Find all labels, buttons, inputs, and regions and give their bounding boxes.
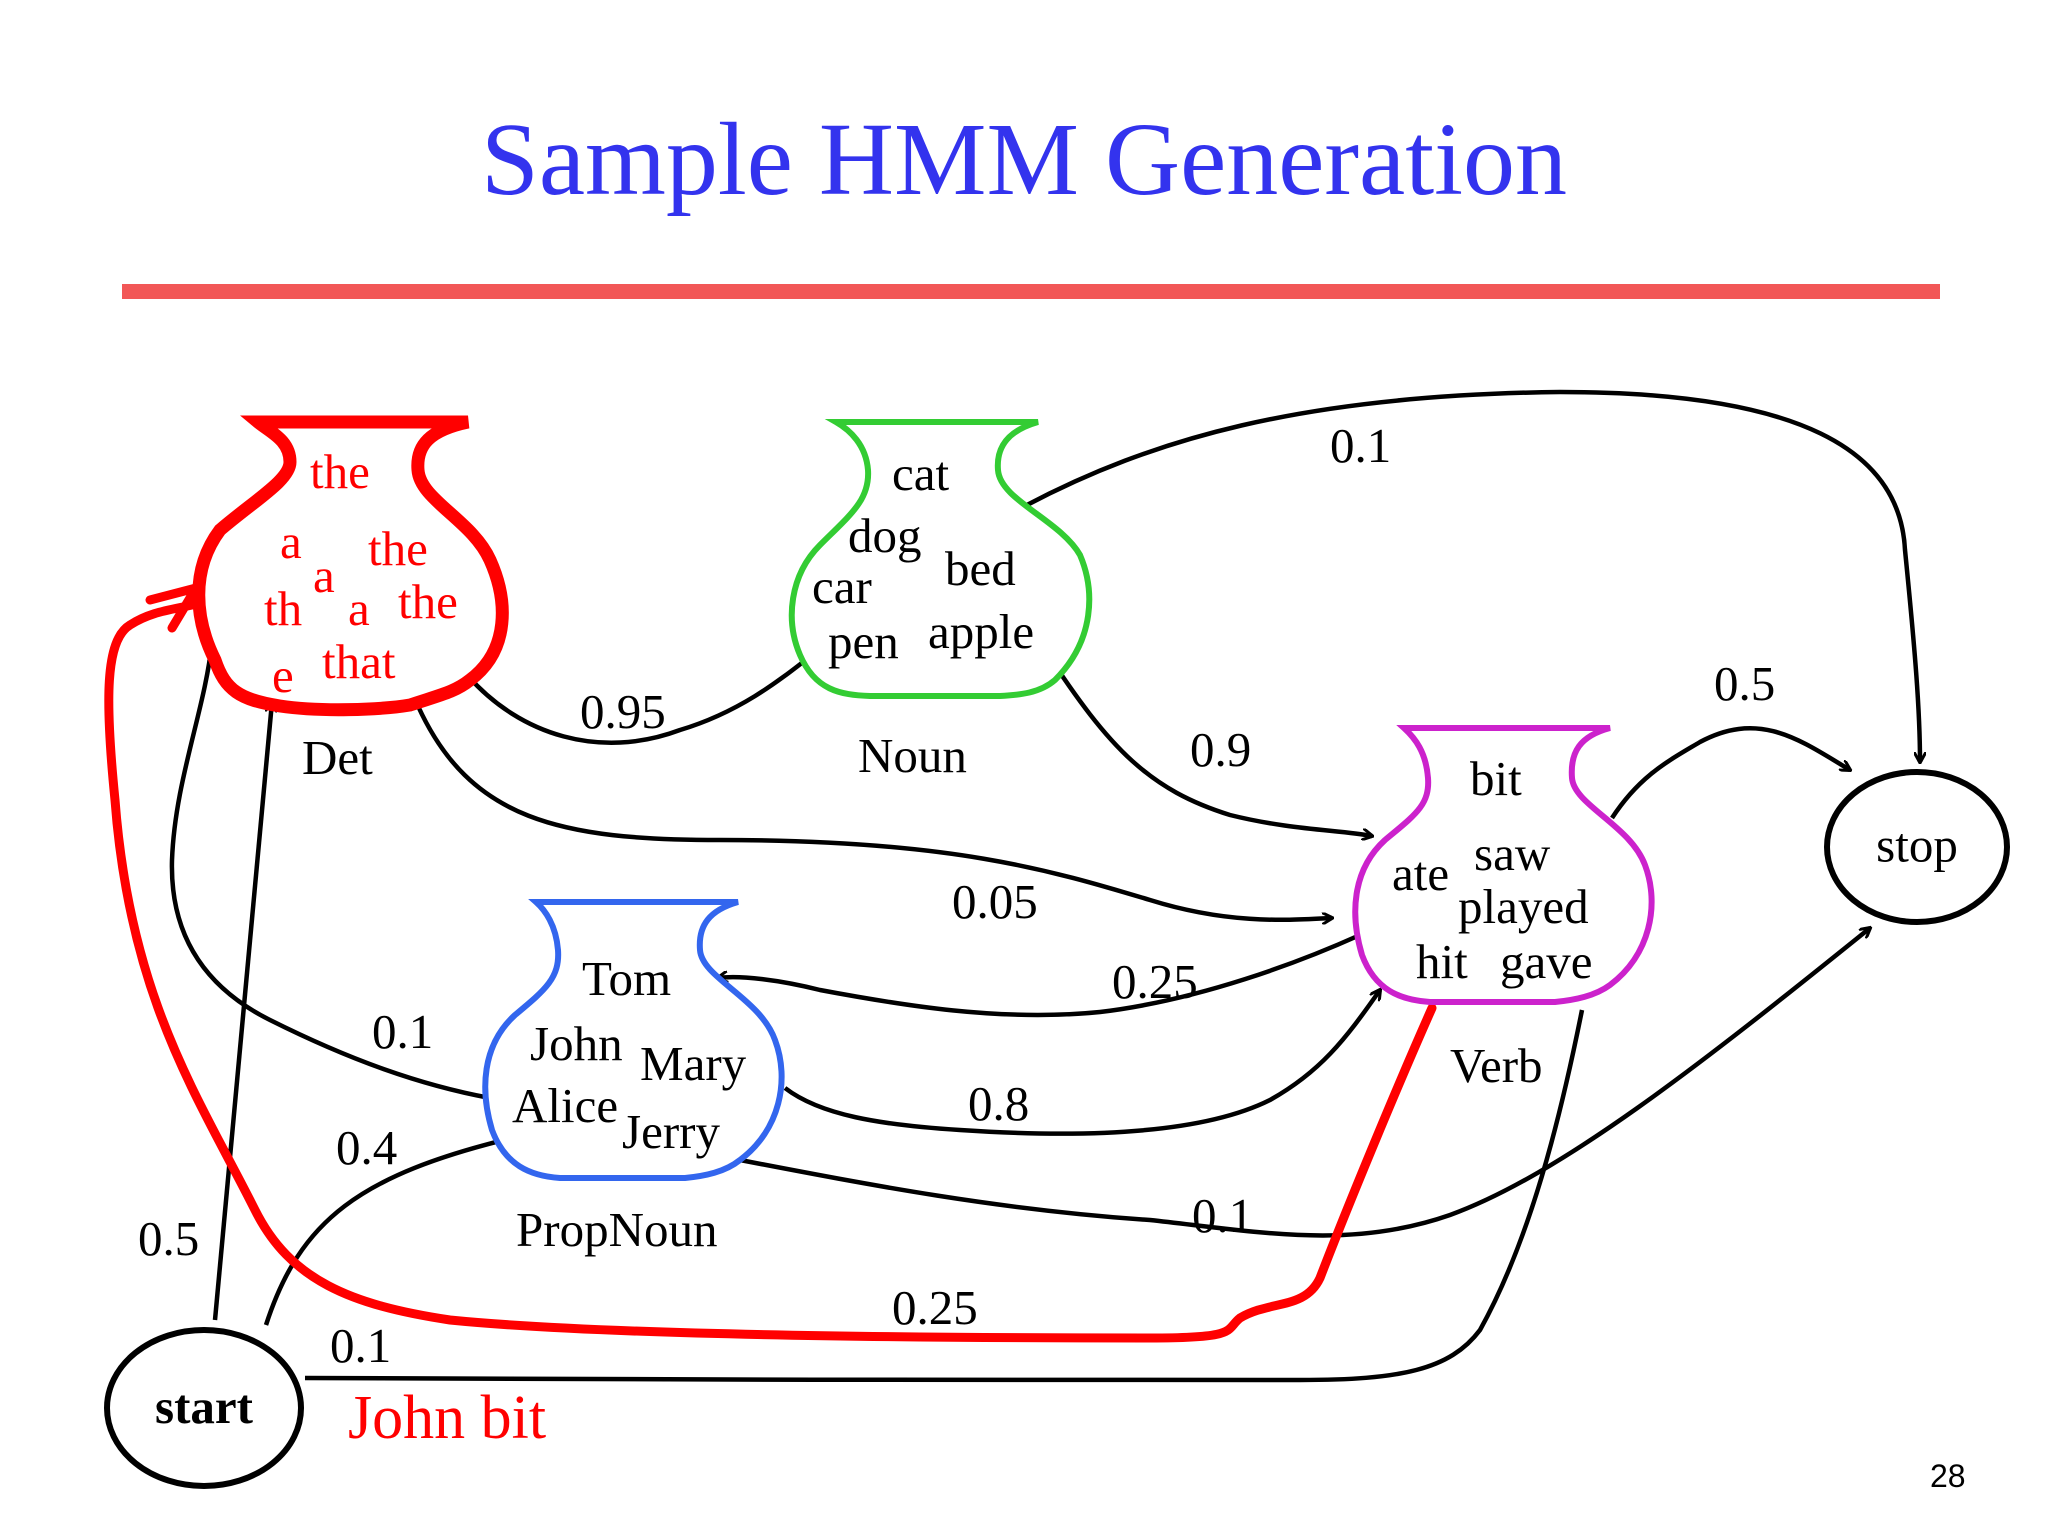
verb-pot: [1352, 725, 1655, 1005]
det-word: th: [264, 581, 302, 636]
verb-word: ate: [1392, 846, 1449, 901]
propnoun-label: PropNoun: [516, 1202, 717, 1257]
det-word: that: [322, 634, 396, 689]
edge-noun-verb: [1043, 648, 1372, 836]
edge-verb-propnoun: [718, 932, 1361, 1018]
verb-word: played: [1458, 879, 1589, 934]
prob-verb-det: 0.25: [892, 1280, 978, 1335]
noun-word: cat: [892, 446, 949, 501]
propnoun-word: Jerry: [622, 1104, 720, 1159]
verb-word: saw: [1474, 826, 1551, 881]
start-node: [104, 1327, 304, 1489]
slide-title: Sample HMM Generation: [480, 102, 1567, 217]
noun-word: dog: [848, 508, 922, 563]
edge-start-det: [212, 702, 272, 1321]
det-word: e: [272, 648, 294, 703]
det-pot: [192, 415, 509, 717]
edge-start-verb: [304, 1009, 1585, 1383]
prob-det-noun: 0.95: [580, 684, 666, 739]
edge-noun-stop: [1023, 389, 1920, 762]
highlight-path-verb-to-det: [104, 600, 1437, 1343]
verb-word: hit: [1416, 934, 1468, 989]
edge-propnoun-verb: [783, 990, 1380, 1136]
title-divider: [122, 284, 1940, 299]
noun-pot: [788, 419, 1093, 699]
noun-word: bed: [945, 541, 1016, 596]
edge-start-propnoun: [263, 1135, 513, 1326]
det-label: Det: [302, 730, 373, 785]
verb-word: gave: [1500, 934, 1593, 989]
noun-word: pen: [828, 614, 899, 669]
prob-propnoun-det: 0.1: [372, 1004, 433, 1059]
noun-word: apple: [928, 604, 1034, 659]
det-word: the: [368, 521, 428, 576]
prob-noun-stop: 0.1: [1330, 418, 1391, 473]
det-word: the: [398, 574, 458, 629]
verb-word: bit: [1470, 751, 1522, 806]
prob-noun-verb: 0.9: [1190, 722, 1251, 777]
generated-text: John bit: [348, 1384, 546, 1452]
edge-det-verb: [415, 705, 1332, 920]
det-word: a: [313, 548, 335, 603]
propnoun-word: Mary: [640, 1036, 747, 1091]
stop-label: stop: [1876, 817, 1958, 872]
edge-propnoun-det: [169, 642, 491, 1101]
prob-start-verb: 0.1: [330, 1318, 391, 1373]
prob-propnoun-stop: 0.1: [1192, 1188, 1253, 1243]
propnoun-pot: [482, 899, 785, 1181]
stop-node: [1824, 769, 2010, 925]
page-number: 28: [1930, 1458, 1966, 1494]
prob-start-det: 0.5: [138, 1211, 199, 1266]
det-word: a: [280, 514, 302, 569]
edge-propnoun-stop: [739, 928, 1870, 1238]
verb-label: Verb: [1450, 1038, 1543, 1093]
propnoun-word: Tom: [582, 951, 671, 1006]
prob-start-propnoun: 0.4: [336, 1120, 397, 1175]
propnoun-word: John: [530, 1016, 623, 1071]
prob-verb-stop: 0.5: [1714, 656, 1775, 711]
edge-det-noun: [466, 655, 812, 745]
det-word: a: [348, 581, 370, 636]
noun-word: car: [812, 559, 872, 614]
edge-verb-stop: [1610, 726, 1850, 820]
prob-verb-propnoun: 0.25: [1112, 954, 1198, 1009]
start-label: start: [155, 1379, 254, 1434]
prob-det-verb: 0.05: [952, 874, 1038, 929]
propnoun-word: Alice: [512, 1078, 618, 1133]
noun-label: Noun: [858, 728, 967, 783]
det-word: the: [310, 444, 370, 499]
prob-propnoun-verb: 0.8: [968, 1076, 1029, 1131]
